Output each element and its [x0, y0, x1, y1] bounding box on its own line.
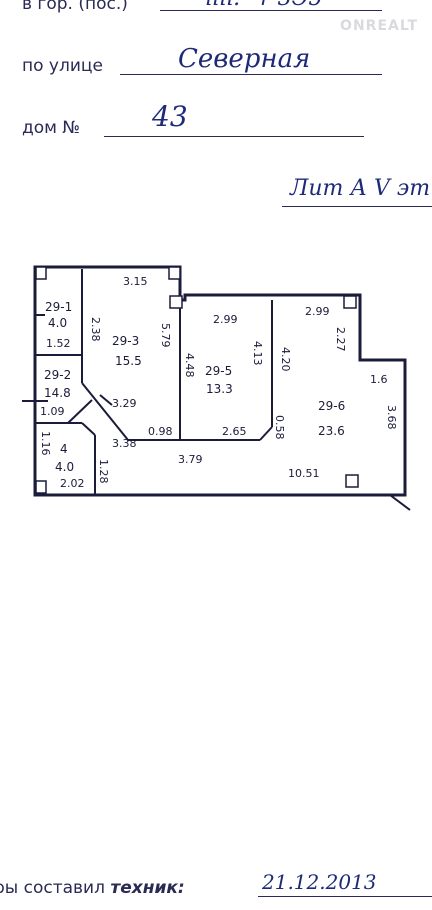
house-value: 43 [152, 100, 188, 133]
column-1 [168, 266, 181, 280]
room-29-1-id: 29-1 [45, 300, 72, 314]
dim-17: 0.58 [273, 415, 286, 440]
wall-2 [81, 382, 129, 441]
dim-1: 3.15 [123, 275, 148, 288]
street-underline [120, 74, 382, 75]
city-label: в гор. (пос.) [22, 0, 128, 14]
dim-10: 2.27 [334, 327, 347, 352]
room-4-id: 4 [60, 442, 68, 456]
dim-15: 3.38 [112, 437, 137, 450]
dim-13: 3.29 [112, 397, 137, 410]
city-underline [160, 10, 382, 11]
wall-15 [99, 394, 113, 406]
dim-19: 1.16 [39, 431, 52, 456]
column-2 [169, 295, 183, 309]
dim-21: 1.28 [97, 459, 110, 484]
room-29-2-id: 29-2 [44, 368, 71, 382]
dim-16: 2.65 [222, 425, 247, 438]
dim-23: 10.51 [288, 467, 320, 480]
dim-4: 5.79 [159, 323, 172, 348]
room-29-2-area: 14.8 [44, 386, 71, 400]
liter-underline [282, 206, 432, 207]
city-handwriting: ıııı. ' r 3Э5 [205, 0, 323, 11]
dim-9: 4.20 [279, 347, 292, 372]
wall-16 [389, 494, 411, 511]
liter-value: Лит А Ⅴ эт [290, 176, 431, 201]
wall-10 [81, 422, 96, 436]
wall-6 [259, 426, 273, 441]
dim-6: 4.48 [183, 353, 196, 378]
dim-2: 2.38 [89, 317, 102, 342]
dim-7: 4.13 [251, 341, 264, 366]
house-underline [104, 136, 364, 137]
footer-prefix: ры составил [0, 878, 105, 898]
floor-plan: 29-1 4.0 29-2 14.8 29-3 15.5 4 4.0 29-5 … [22, 265, 411, 511]
dim-18: 3.68 [385, 405, 398, 430]
room-29-5-id: 29-5 [205, 364, 232, 378]
column-3 [343, 295, 357, 309]
house-label: дом № [22, 118, 81, 138]
wall-14 [67, 399, 93, 424]
dim-20: 2.02 [60, 477, 85, 490]
footer-underline [258, 896, 432, 897]
street-label: по улице [22, 56, 103, 76]
footer-role: техник: [110, 878, 185, 898]
dim-8: 2.99 [305, 305, 330, 318]
room-4-area: 4.0 [55, 460, 74, 474]
dim-5: 2.99 [213, 313, 238, 326]
room-29-6-id: 29-6 [318, 399, 345, 413]
dim-14: 0.98 [148, 425, 173, 438]
column-5 [35, 480, 47, 494]
room-29-3-area: 15.5 [115, 354, 142, 368]
footer-date: 21.12.2013 [262, 870, 377, 894]
dim-3: 1.52 [46, 337, 71, 350]
column-4 [35, 266, 47, 280]
dim-22: 3.79 [178, 453, 203, 466]
room-29-6-area: 23.6 [318, 424, 345, 438]
room-29-3-id: 29-3 [112, 334, 139, 348]
column-6 [345, 474, 359, 488]
room-29-1-area: 4.0 [48, 316, 67, 330]
watermark: ONREALT [340, 18, 418, 34]
street-value: Северная [178, 44, 311, 74]
outer-wall [33, 265, 407, 497]
room-29-5-area: 13.3 [206, 382, 233, 396]
dim-12: 1.09 [40, 405, 65, 418]
footer-line: ры составил техник: [0, 878, 185, 898]
dim-11: 1.6 [370, 373, 388, 386]
